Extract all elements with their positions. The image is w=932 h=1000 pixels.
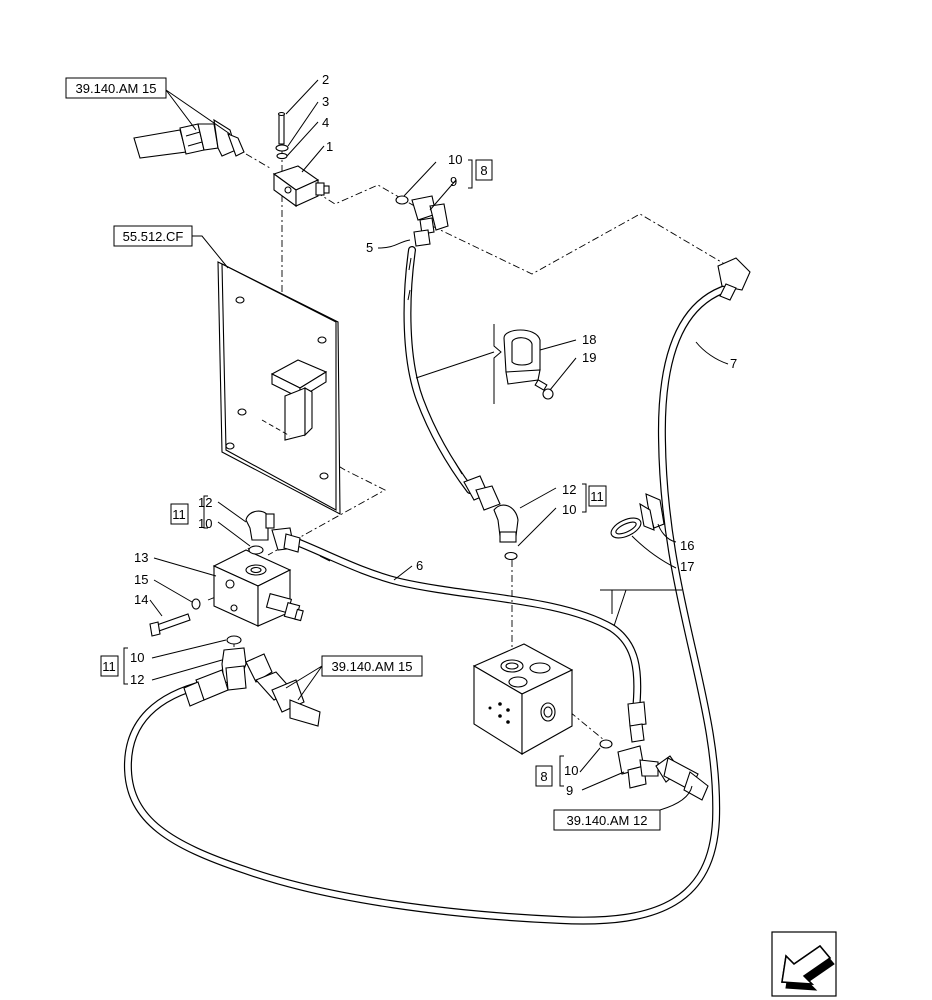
- callout-18: 18: [582, 332, 596, 347]
- fitting-hose-6-left: [271, 527, 301, 553]
- leader-lines: [123, 79, 729, 811]
- kit-box-8-top[interactable]: 8: [475, 159, 493, 181]
- valve-1: [272, 165, 330, 208]
- kit-box-11-lower[interactable]: 11: [100, 655, 119, 677]
- o-ring-10-lower: [226, 635, 242, 645]
- bolt-19: [534, 379, 554, 400]
- kit-box-11-right[interactable]: 11: [588, 485, 607, 507]
- callout-14: 14: [134, 592, 148, 607]
- kit-box-11-valve[interactable]: 11: [170, 503, 189, 525]
- callout-6: 6: [416, 558, 423, 573]
- ref-label-plate: 55.512.CF: [123, 229, 184, 244]
- elbow-12-right: [493, 504, 519, 543]
- kit-label-11-right: 11: [590, 489, 604, 504]
- callout-12-valve: 12: [198, 495, 212, 510]
- ref-box-mid[interactable]: 39.140.AM 15: [321, 655, 423, 677]
- bolt-2: [277, 111, 286, 145]
- callout-10-top: 10: [448, 152, 462, 167]
- callout-5: 5: [366, 240, 373, 255]
- washer-3: [275, 144, 289, 152]
- ref-label-mid: 39.140.AM 15: [332, 659, 413, 674]
- manifold-block: [472, 643, 574, 755]
- elbow-12-valve: [245, 510, 275, 541]
- hose-5: [403, 246, 474, 494]
- coupling-mid: [245, 653, 321, 727]
- washer-4: [276, 152, 288, 160]
- callout-10-bottom: 10: [564, 763, 578, 778]
- o-ring-10-right: [504, 551, 518, 561]
- tee-fitting-9-bottom: [617, 745, 659, 789]
- arrow-down-left-icon[interactable]: [771, 931, 837, 997]
- kit-label-11-valve: 11: [172, 507, 186, 522]
- callout-1: 1: [326, 139, 333, 154]
- bolt-14: [149, 613, 191, 637]
- valve-block-13: [212, 549, 304, 627]
- callout-12-lower: 12: [130, 672, 144, 687]
- ref-box-top-left[interactable]: 39.140.AM 15: [65, 77, 167, 99]
- callout-numbers: 2 3 4 1 10 9 5 18 19 7 12 10 16 17 6 12 …: [130, 72, 737, 798]
- fitting-hose-7-left: [183, 669, 229, 707]
- callout-10-right: 10: [562, 502, 576, 517]
- callout-4: 4: [322, 115, 329, 130]
- callout-9-bottom: 9: [566, 783, 573, 798]
- kit-label-8-bottom: 8: [540, 769, 547, 784]
- callout-16: 16: [680, 538, 694, 553]
- ref-box-bottom[interactable]: 39.140.AM 12: [553, 809, 661, 831]
- coupling-bottom-right: [655, 755, 709, 801]
- clamp-17: [610, 517, 642, 539]
- washer-15: [191, 598, 201, 610]
- callout-9-top: 9: [450, 174, 457, 189]
- callout-15: 15: [134, 572, 148, 587]
- callout-12-right: 12: [562, 482, 576, 497]
- ref-label-bottom: 39.140.AM 12: [567, 813, 648, 828]
- clip-18: [503, 329, 541, 385]
- tee-fitting-9-top: [411, 195, 449, 247]
- o-ring-10-top: [395, 195, 409, 205]
- kit-box-8-bottom[interactable]: 8: [535, 765, 553, 787]
- fitting-hose-5-lower: [463, 475, 501, 511]
- mounting-plate: [217, 261, 341, 515]
- coupling-top-left: [133, 118, 245, 159]
- fitting-hose-6-right: [627, 701, 647, 743]
- ref-box-plate[interactable]: 55.512.CF: [113, 225, 193, 247]
- callout-10-lower: 10: [130, 650, 144, 665]
- callout-17: 17: [680, 559, 694, 574]
- hose-6: [288, 536, 642, 714]
- hose-7: [123, 284, 732, 925]
- ref-label-top-left: 39.140.AM 15: [76, 81, 157, 96]
- clip-break-lines: [415, 324, 502, 404]
- callout-19: 19: [582, 350, 596, 365]
- kit-label-11-lower: 11: [102, 659, 116, 674]
- elbow-12-lower: [221, 647, 247, 691]
- callout-7: 7: [730, 356, 737, 371]
- fitting-hose-7: [717, 257, 751, 301]
- callout-2: 2: [322, 72, 329, 87]
- callout-13: 13: [134, 550, 148, 565]
- kit-label-8-top: 8: [480, 163, 487, 178]
- o-ring-10-valve: [248, 545, 264, 555]
- callout-3: 3: [322, 94, 329, 109]
- clamp-16: [639, 493, 665, 531]
- callout-10-valve: 10: [198, 516, 212, 531]
- o-ring-10-bottom: [599, 739, 613, 749]
